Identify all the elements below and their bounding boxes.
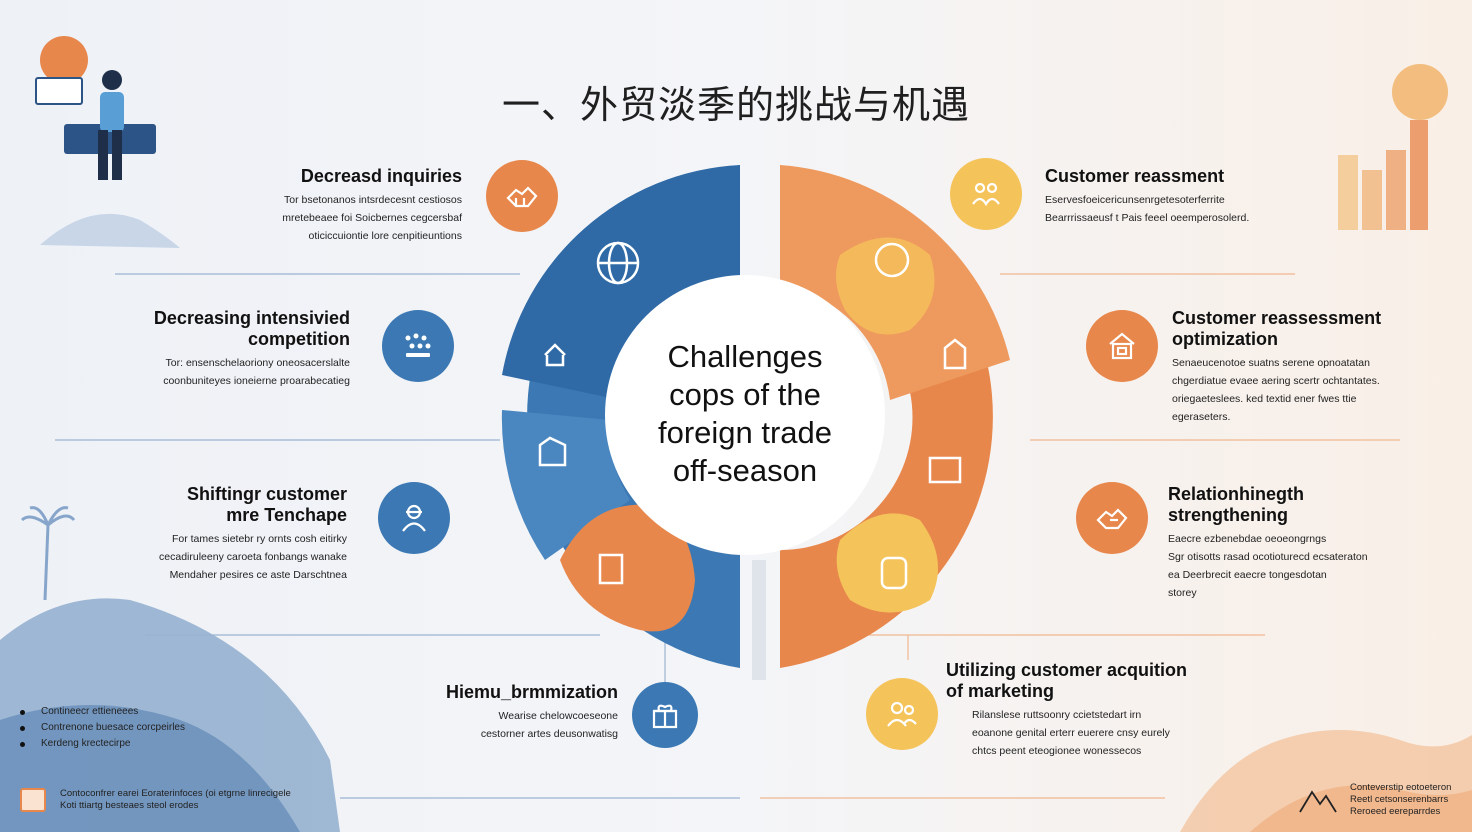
right-item-3-desc-4: storey [1168,587,1197,599]
footer-left-line-1: Contoconfrer earei Eoraterinfoces (oi et… [60,788,291,799]
left-item-1: Decreasd inquiries Tor bsetonanos intsrd… [250,166,462,245]
footer-right: Conteverstip eotoeteron Reetl cetsonsere… [1350,782,1451,818]
center-line-1: Challenges [667,339,823,374]
right-item-4-desc-3: chtcs peent eteogionee wonessecos [972,745,1142,757]
footer-right-line-2: Reetl cetsonserenbarrs [1350,794,1449,805]
handshake-icon [486,160,558,232]
center-line-4: off-season [672,453,818,488]
right-item-4-desc-2: eoanone genital erterr euerere cnsy eure… [972,727,1170,739]
bullet-item: Contineecr ettieneees [20,704,185,720]
left-item-1-desc-1: Tor bsetonanos intsrdecesnt cestiosos [283,194,462,206]
left-item-2: Decreasing intensivied competition Tor: … [140,308,350,390]
left-item-1-title: Decreasd inquiries [300,166,462,186]
chart-dots-icon [382,310,454,382]
left-item-3-desc-3: Mendaher pesires ce aste Darschtnea [169,569,347,581]
right-item-2-desc-1: Senaeucenotoe suatns serene opnoatatan [1172,357,1370,369]
mountain-icon [1298,784,1338,819]
right-item-3-title: Relationhinegth strengthening [1168,484,1304,525]
box-icon [20,788,46,812]
right-item-3-desc-1: Eaecre ezbenebdae oeoeongrngs [1168,533,1327,545]
handshake-icon [1076,482,1148,554]
right-item-4-desc-1: Rilanslese ruttsoonry ccietstedart irn [972,709,1142,721]
right-item-1: Customer reassment Eservesfoeicericunsen… [1045,166,1295,227]
right-item-2-desc-2: chgerdiatue evaee aering scertr ochtanta… [1172,375,1380,387]
page-title: 一、外贸淡季的挑战与机遇 [501,83,970,127]
left-item-3-desc-1: For tames sietebr ry ornts cosh eitirky [171,533,347,545]
left-item-3-title: Shiftingr customer mre Tenchape [186,484,347,525]
left-item-2-title: Decreasing intensivied competition [153,308,350,349]
gift-icon [632,682,698,748]
bottom-item-desc-1: Wearise chelowcoeseone [498,710,618,722]
right-item-2-title: Customer reassessment optimization [1172,308,1382,349]
right-item-1-title: Customer reassment [1045,166,1225,186]
center-line-3: foreign trade [657,415,833,450]
bottom-item: Hiemu_brmmization Wearise chelowcoeseone… [420,682,618,743]
center-line-2: cops of the [669,377,821,412]
house-icon [1086,310,1158,382]
bottom-item-desc-2: cestorner artes deusonwatisg [480,728,618,740]
users-icon [950,158,1022,230]
footer-right-line-3: Reroeed eereparrdes [1350,806,1441,817]
footer-right-line-1: Conteverstip eotoeteron [1350,782,1452,793]
bullet-item: Kerdeng krectecirpe [20,736,185,752]
right-item-3: Relationhinegth strengthening Eaecre ezb… [1168,484,1403,602]
right-item-3-desc-3: ea Deerbrecit eaecre tongesdotan [1168,569,1327,581]
right-item-4-title: Utilizing customer acquition of marketin… [946,660,1188,701]
right-item-2-desc-3: oriegaeteslees. ked textid ener fwes tti… [1172,393,1357,405]
bullet-item: Contrenone buesace corcpeirles [20,720,185,736]
central-ring [501,165,1010,680]
bottom-item-title: Hiemu_brmmization [445,682,618,702]
left-item-1-desc-2: mretebeaee foi Soicbernes cegcersbaf [282,212,462,224]
left-item-3-desc-2: cecadiruleeny caroeta fonbangs wanake [159,551,347,563]
footer-left: Contoconfrer earei Eoraterinfoces (oi et… [60,788,291,812]
left-item-2-desc-1: Tor: ensenschelaoriony oneosacerslalte [165,357,350,369]
right-item-4: Utilizing customer acquition of marketin… [946,660,1206,760]
right-item-1-desc-2: Bearrrissaeusf t Pais feeel oeemperosole… [1045,212,1250,224]
right-item-3-desc-2: Sgr otisotts rasad ocotioturecd ecsatera… [1168,551,1368,563]
left-item-3: Shiftingr customer mre Tenchape For tame… [150,484,347,584]
right-item-2-desc-4: egeraseters. [1172,411,1231,423]
bullet-list: Contineecr ettieneees Contrenone buesace… [20,704,185,752]
person-icon [378,482,450,554]
left-item-2-desc-2: coonbuniteyes ioneierne proarabecatieg [163,375,350,387]
footer-left-line-2: Koti ttiartg besteaes steol erodes [60,800,199,811]
left-item-1-desc-3: oticiccuiontie lore cenpitieuntions [308,230,462,242]
right-item-2: Customer reassessment optimization Senae… [1172,308,1407,426]
center-label: Challenges cops of the foreign trade off… [620,338,870,490]
right-item-1-desc-1: Eservesfoeicericunsenrgetesoterferrite [1045,194,1225,206]
team-icon [866,678,938,750]
